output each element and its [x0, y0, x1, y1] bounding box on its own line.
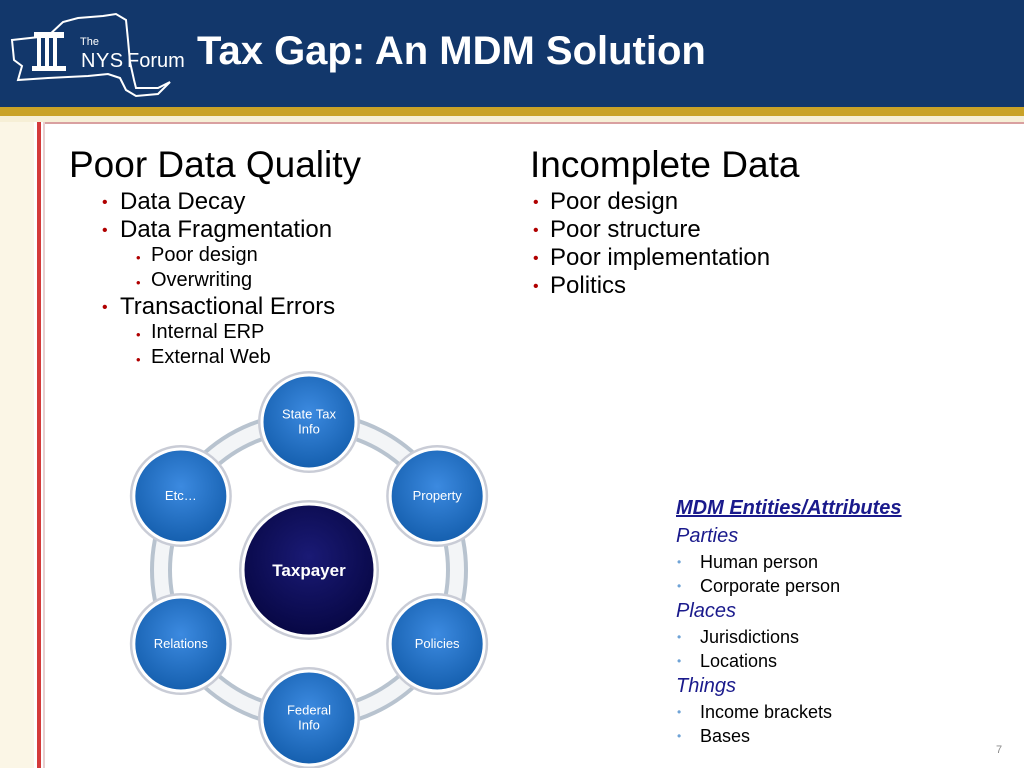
mdm-item-jurisdictions: Jurisdictions [700, 627, 800, 647]
hub-node: Taxpayer [239, 500, 379, 640]
diagram-node-etc: Etc… [129, 445, 232, 547]
diagram-node-label: Info [298, 422, 320, 437]
bullet-icon: • [102, 299, 108, 316]
diagram-node-circle [132, 595, 230, 693]
left-item-data-fragmentation: Data Fragmentation [120, 216, 333, 243]
diagram-node-policies: Policies [386, 593, 489, 695]
right-item-poor-structure: Poor structure [550, 216, 701, 243]
diagram-node-label: Info [298, 718, 320, 733]
mdm-group-things: Things [676, 675, 737, 697]
right-item-poor-design: Poor design [550, 188, 679, 215]
mdm-group-places: Places [676, 600, 737, 622]
diagram-node-circle [388, 447, 486, 545]
right-item-politics: Politics [550, 272, 627, 299]
diagram-node-label: Etc… [165, 488, 197, 503]
left-column-heading: Poor Data Quality [69, 144, 362, 185]
sub-bullet-icon: • [136, 352, 141, 367]
sub-bullet-icon: • [136, 250, 141, 265]
slide-title: Tax Gap: An MDM Solution [197, 29, 706, 73]
sub-bullet-icon: • [136, 327, 141, 342]
mdm-item-human-person: Human person [700, 552, 819, 572]
mdm-bullet-icon: • [677, 555, 682, 569]
left-subitem-internal-erp: Internal ERP [151, 321, 265, 343]
right-item-poor-implementation: Poor implementation [550, 244, 771, 271]
diagram-node-label: Federal [287, 703, 331, 718]
bullet-icon: • [102, 194, 108, 211]
bullet-icon: • [533, 278, 539, 295]
left-side-band [0, 122, 34, 768]
left-item-data-decay: Data Decay [120, 188, 246, 215]
header-bar: The NYS Forum Tax Gap: An MDM Solution [0, 0, 1024, 107]
hub-node-circle [241, 502, 377, 638]
diagram-node-circle [260, 669, 358, 767]
diagram-node-property: Property [386, 445, 489, 547]
diagram-node-circle [388, 595, 486, 693]
left-subitem-overwriting: Overwriting [151, 269, 253, 291]
mdm-item-locations: Locations [700, 651, 778, 671]
bullet-icon: • [533, 250, 539, 267]
left-red-rule [37, 122, 41, 768]
mdm-bullet-icon: • [677, 705, 682, 719]
diagram-node-label: Relations [154, 636, 209, 651]
right-column-heading: Incomplete Data [530, 144, 800, 185]
new-york-state-outline-icon [10, 12, 171, 98]
header-under-stripe [0, 116, 1024, 122]
mdm-bullet-icon: • [677, 729, 682, 743]
logo-the-text: The [80, 36, 99, 48]
mdm-bullet-icon: • [677, 630, 682, 644]
mdm-item-bases: Bases [700, 726, 751, 746]
diagram-node-circle [260, 373, 358, 471]
left-pink-rule [43, 122, 45, 768]
left-item-transactional-errors: Transactional Errors [120, 293, 336, 320]
mdm-bullet-icon: • [677, 579, 682, 593]
mdm-bullet-icon: • [677, 654, 682, 668]
logo-forum-text: Forum [127, 50, 185, 72]
bullet-icon: • [533, 194, 539, 211]
mdm-item-income-brackets: Income brackets [700, 702, 833, 722]
taxpayer-cycle-diagram: State TaxInfoPropertyPoliciesFederalInfo… [129, 371, 489, 768]
logo-nys-text: NYS [81, 50, 124, 72]
top-red-rule [45, 122, 1024, 124]
left-subitem-poor-design: Poor design [151, 244, 258, 266]
page-number: 7 [996, 744, 1003, 756]
left-subitem-external-web: External Web [151, 346, 271, 368]
diagram-node-label: State Tax [282, 407, 336, 422]
bullet-icon: • [533, 222, 539, 239]
mdm-title: MDM Entities/Attributes [676, 497, 902, 519]
mdm-group-parties: Parties [676, 525, 739, 547]
bullet-icon: • [102, 222, 108, 239]
mdm-item-corporate-person: Corporate person [700, 576, 841, 596]
hub-label: Taxpayer [272, 561, 346, 580]
diagram-node-label: Policies [415, 636, 460, 651]
diagram-node-circle [132, 447, 230, 545]
sub-bullet-icon: • [136, 275, 141, 290]
diagram-node-label: Property [413, 488, 463, 503]
header-gold-stripe [0, 107, 1024, 116]
nys-forum-logo: The NYS Forum [8, 10, 185, 98]
diagram-node-relations: Relations [129, 593, 232, 695]
